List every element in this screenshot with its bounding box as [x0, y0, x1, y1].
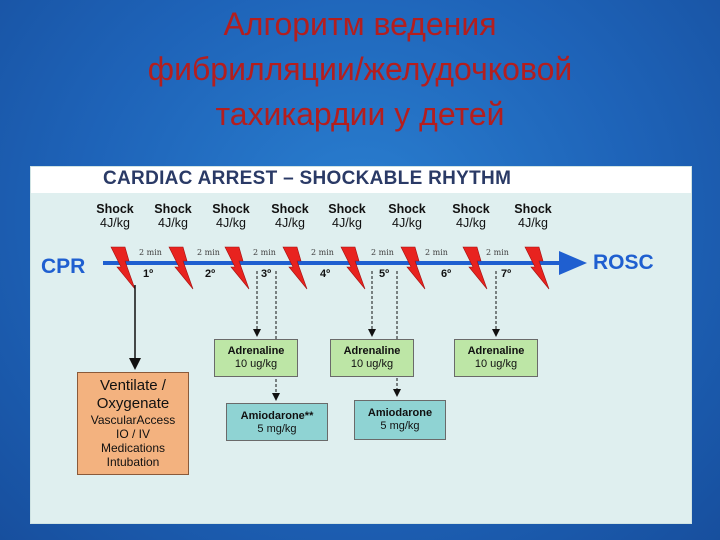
- cpr-label: CPR: [41, 255, 86, 278]
- drug-dose: 10 ug/kg: [234, 358, 278, 370]
- shock-label-text: Shock: [514, 202, 552, 216]
- shock-label-text: Shock: [452, 202, 490, 216]
- cycle-label-4: 4º: [320, 268, 330, 280]
- shock-label-text: Shock: [271, 202, 309, 216]
- cycle-label-5: 5º: [379, 268, 389, 280]
- drug-name: Adrenaline: [227, 345, 285, 357]
- shock-bolt-icon-7: [462, 246, 488, 290]
- cycle-label-6: 6º: [441, 268, 451, 280]
- shock-bolt-icon-8: [524, 246, 550, 290]
- shock-dose: 4J/kg: [456, 216, 486, 230]
- drug-dose: 5 mg/kg: [257, 423, 297, 435]
- shock-bolt-icon-5: [340, 246, 366, 290]
- adrenaline-box-2: Adrenaline 10 ug/kg: [330, 339, 414, 377]
- timeline-arrowhead: [559, 251, 587, 275]
- drug-name: Adrenaline: [343, 345, 401, 357]
- diagram-header: CARDIAC ARREST – SHOCKABLE RHYTHM: [31, 167, 691, 193]
- interval-label-2: 2 min: [197, 248, 220, 257]
- algorithm-diagram: CARDIAC ARREST – SHOCKABLE RHYTHM Shock …: [30, 166, 692, 524]
- shock-dose: 4J/kg: [275, 216, 305, 230]
- ventilate-item-3: Medications: [100, 441, 166, 455]
- slide-title-line-3: тахикардии у детей: [215, 96, 505, 132]
- drug-name: Amiodarone: [367, 407, 433, 419]
- shock-dose: 4J/kg: [332, 216, 362, 230]
- interval-label-4: 2 min: [311, 248, 334, 257]
- shock-label-text: Shock: [96, 202, 134, 216]
- ventilate-item-4: Intubation: [106, 455, 160, 469]
- interval-label-3: 2 min: [253, 248, 276, 257]
- ventilate-item-2: IO / IV: [115, 427, 150, 441]
- ventilate-item-1: VascularAccess: [90, 413, 176, 427]
- ventilate-line-1: Ventilate /: [100, 377, 166, 394]
- ventilate-line-2: Oxygenate: [96, 395, 170, 412]
- ventilate-box: Ventilate / Oxygenate VascularAccess IO …: [77, 372, 189, 475]
- cycle-label-1: 1º: [143, 268, 153, 280]
- drug-dose: 5 mg/kg: [380, 420, 420, 432]
- slide-title: Алгоритм ведения фибрилляции/желудочково…: [0, 0, 720, 160]
- interval-label-5: 2 min: [371, 248, 394, 257]
- shock-dose: 4J/kg: [158, 216, 188, 230]
- drug-dose: 10 ug/kg: [474, 358, 518, 370]
- shock-label-text: Shock: [154, 202, 192, 216]
- interval-label-1: 2 min: [139, 248, 162, 257]
- shock-label-5: Shock 4J/kg: [317, 202, 377, 230]
- slide-title-line-1: Алгоритм ведения: [223, 6, 497, 42]
- shock-label-6: Shock 4J/kg: [377, 202, 437, 230]
- adrenaline-box-1: Adrenaline 10 ug/kg: [214, 339, 298, 377]
- shock-dose: 4J/kg: [392, 216, 422, 230]
- shock-bolt-icon-3: [224, 246, 250, 290]
- shock-bolt-icon-2: [168, 246, 194, 290]
- shock-label-2: Shock 4J/kg: [143, 202, 203, 230]
- shock-dose: 4J/kg: [518, 216, 548, 230]
- rosc-label: ROSC: [593, 251, 654, 274]
- shock-bolt-icon-1: [110, 246, 136, 290]
- drug-name: Adrenaline: [467, 345, 525, 357]
- interval-label-6: 2 min: [425, 248, 448, 257]
- timeline-graphics: 2 min 2 min 2 min 2 min 2 min 2 min 2 mi…: [103, 246, 587, 401]
- shock-label-1: Shock 4J/kg: [85, 202, 145, 230]
- slide-title-line-2: фибрилляции/желудочковой: [147, 51, 573, 87]
- shock-label-text: Shock: [212, 202, 250, 216]
- drug-dose: 10 ug/kg: [350, 358, 394, 370]
- shock-bolt-icon-6: [400, 246, 426, 290]
- adrenaline-box-3: Adrenaline 10 ug/kg: [454, 339, 538, 377]
- cycle-label-2: 2º: [205, 268, 215, 280]
- amiodarone-box-2: Amiodarone 5 mg/kg: [354, 400, 446, 440]
- cycle-label-3: 3º: [261, 268, 271, 280]
- shock-bolt-icon-4: [282, 246, 308, 290]
- cycle-label-7: 7º: [501, 268, 511, 280]
- amiodarone-box-1: Amiodarone** 5 mg/kg: [226, 403, 328, 441]
- diagram-title: CARDIAC ARREST – SHOCKABLE RHYTHM: [103, 168, 512, 189]
- shock-dose: 4J/kg: [100, 216, 130, 230]
- shock-label-text: Shock: [328, 202, 366, 216]
- drug-name: Amiodarone**: [240, 410, 314, 422]
- shock-label-4: Shock 4J/kg: [260, 202, 320, 230]
- shock-label-3: Shock 4J/kg: [201, 202, 261, 230]
- shock-label-text: Shock: [388, 202, 426, 216]
- shock-label-8: Shock 4J/kg: [503, 202, 563, 230]
- interval-label-7: 2 min: [486, 248, 509, 257]
- shock-label-7: Shock 4J/kg: [441, 202, 501, 230]
- shock-dose: 4J/kg: [216, 216, 246, 230]
